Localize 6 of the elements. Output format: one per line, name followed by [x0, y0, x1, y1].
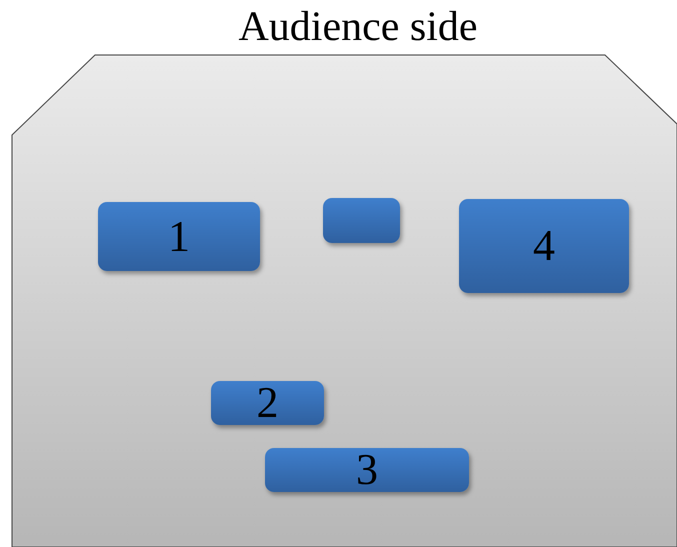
numbered-block: 4 — [459, 199, 629, 293]
block — [323, 198, 400, 243]
numbered-block: 2 — [211, 381, 324, 425]
numbered-block: 3 — [265, 448, 469, 492]
room-title: Audience side — [237, 6, 479, 48]
numbered-block: 1 — [98, 202, 260, 271]
